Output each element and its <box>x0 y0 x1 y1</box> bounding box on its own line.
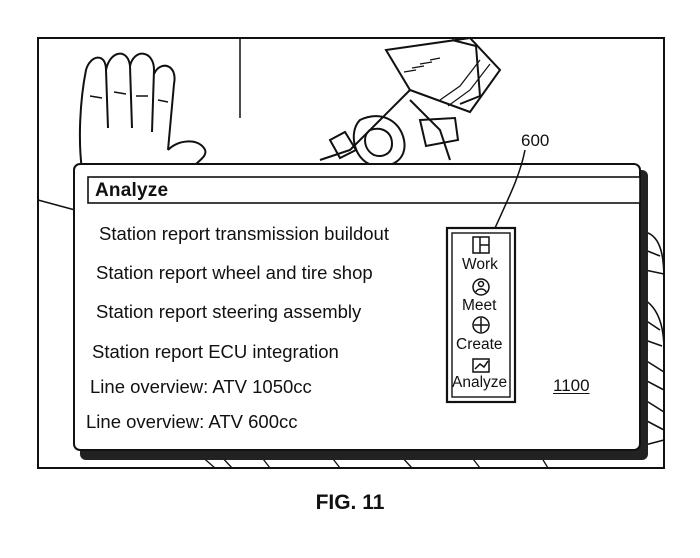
machine-drawing <box>319 36 502 168</box>
list-item-ecu[interactable]: Station report ECU integration <box>92 341 339 362</box>
layout-icon <box>472 236 490 254</box>
menu-item-meet[interactable]: Meet <box>462 297 497 314</box>
menu-item-analyze[interactable]: Analyze <box>452 374 508 391</box>
wheel-drawing <box>644 231 665 446</box>
app-menu-frame <box>445 226 517 404</box>
list-item-steering[interactable]: Station report steering assembly <box>96 301 362 322</box>
chart-icon <box>472 358 490 373</box>
list-item-atv-1050[interactable]: Line overview: ATV 1050cc <box>90 376 312 397</box>
plus-icon <box>472 316 490 334</box>
menu-item-work[interactable]: Work <box>462 256 498 273</box>
reference-numeral-600: 600 <box>521 131 550 150</box>
hand-drawing <box>78 52 207 171</box>
reference-leader-600 <box>494 149 526 229</box>
figure-caption: FIG. 11 <box>315 491 385 514</box>
title-bar <box>87 176 641 204</box>
panel-title: Analyze <box>95 180 169 201</box>
list-item-wheel-tire[interactable]: Station report wheel and tire shop <box>96 262 373 283</box>
menu-item-create[interactable]: Create <box>456 336 503 353</box>
reference-numeral-1100: 1100 <box>553 376 590 395</box>
view-frame <box>37 37 665 469</box>
person-icon <box>472 278 490 296</box>
list-item-transmission[interactable]: Station report transmission buildout <box>99 223 389 244</box>
list-item-atv-600[interactable]: Line overview: ATV 600cc <box>86 411 298 432</box>
